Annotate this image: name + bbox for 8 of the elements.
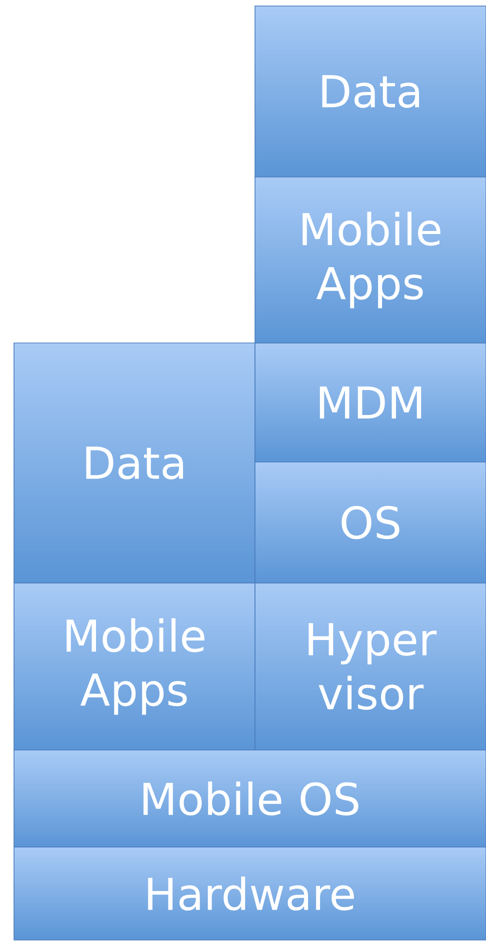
layer-box: Mobile OS bbox=[14, 750, 486, 848]
layer-box: OS bbox=[254, 462, 486, 584]
layer-box: Hardware bbox=[14, 846, 486, 940]
layer-box: Hyper visor bbox=[254, 582, 486, 750]
layer-box: MDM bbox=[254, 342, 486, 462]
layer-box: Data bbox=[254, 6, 486, 178]
layer-box: Mobile Apps bbox=[14, 582, 256, 750]
layer-box: Mobile Apps bbox=[254, 176, 486, 344]
